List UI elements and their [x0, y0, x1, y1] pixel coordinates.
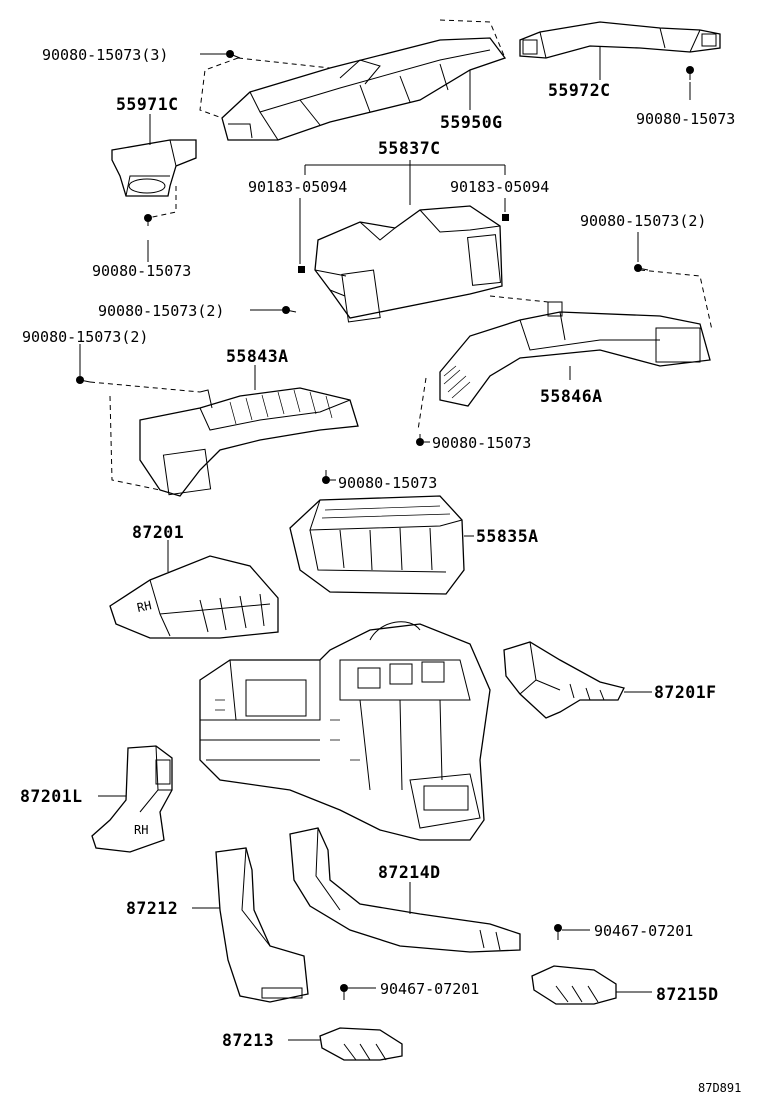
part-87201-drawing: RH — [109, 555, 279, 639]
label-90080-15073-2-left: 90080-15073(2) — [22, 328, 148, 346]
bolt-icon — [634, 264, 649, 272]
label-87212: 87212 — [126, 899, 178, 918]
fasteners — [76, 50, 694, 1000]
leader-lines — [79, 46, 691, 1041]
label-90183-05094-left: 90183-05094 — [248, 178, 347, 196]
clip-icon — [502, 214, 509, 221]
bolt-icon — [416, 434, 424, 446]
clip-icon — [298, 266, 305, 273]
label-90467-07201-center: 90467-07201 — [380, 980, 479, 998]
label-87201F: 87201F — [654, 683, 717, 702]
part-55846A-drawing — [417, 269, 713, 431]
label-55950G: 55950G — [440, 113, 503, 132]
label-87201L: 87201L — [20, 787, 83, 806]
label-90080-15073-3: 90080-15073(3) — [42, 46, 168, 64]
label-90080-15073-2-right: 90080-15073(2) — [580, 212, 706, 230]
diagram-code: 87D891 — [698, 1081, 741, 1095]
label-90080-15073-2-center: 90080-15073(2) — [98, 302, 224, 320]
rh-mark: RH — [136, 598, 153, 615]
label-87201: 87201 — [132, 523, 184, 542]
part-87212-drawing — [215, 847, 309, 1003]
label-90080-15073-left: 90080-15073 — [92, 262, 191, 280]
label-90080-15073-bottom: 90080-15073 — [338, 474, 437, 492]
part-87214D-drawing — [289, 827, 521, 953]
part-55972C-drawing — [519, 21, 721, 59]
label-87214D: 87214D — [378, 863, 441, 882]
bolt-icon — [686, 66, 694, 80]
bolt-icon — [282, 306, 297, 314]
part-87213-drawing — [319, 1027, 403, 1061]
label-90080-15073-top-right: 90080-15073 — [636, 110, 735, 128]
label-87215D: 87215D — [656, 985, 719, 1004]
part-55837C-drawing — [314, 205, 503, 323]
part-87201L-drawing: RH — [91, 745, 173, 853]
part-55835A-drawing — [289, 495, 465, 595]
part-87215D-drawing — [531, 965, 617, 1005]
rh-mark-lower: RH — [134, 823, 148, 837]
label-55846A: 55846A — [540, 387, 603, 406]
label-55835A: 55835A — [476, 527, 539, 546]
part-labels: 90080-15073(3) 55950G 55972C 90080-15073… — [20, 46, 741, 1095]
bolt-icon — [340, 984, 348, 1000]
bolt-icon — [144, 214, 152, 226]
part-55950G-drawing — [199, 19, 507, 141]
bolt-icon — [226, 50, 241, 59]
bolt-icon — [554, 924, 562, 940]
part-87201F-drawing — [503, 641, 625, 719]
bolt-icon — [76, 376, 91, 384]
bolt-icon — [322, 470, 330, 484]
label-55843A: 55843A — [226, 347, 289, 366]
label-90080-15073-mid: 90080-15073 — [432, 434, 531, 452]
part-55971C-drawing — [111, 139, 197, 219]
label-55972C: 55972C — [548, 81, 611, 100]
hvac-unit-drawing — [199, 621, 491, 841]
label-87213: 87213 — [222, 1031, 274, 1050]
label-55837C: 55837C — [378, 139, 441, 158]
label-55971C: 55971C — [116, 95, 179, 114]
label-90467-07201-right: 90467-07201 — [594, 922, 693, 940]
label-90183-05094-right: 90183-05094 — [450, 178, 549, 196]
part-55843A-drawing — [89, 381, 359, 497]
